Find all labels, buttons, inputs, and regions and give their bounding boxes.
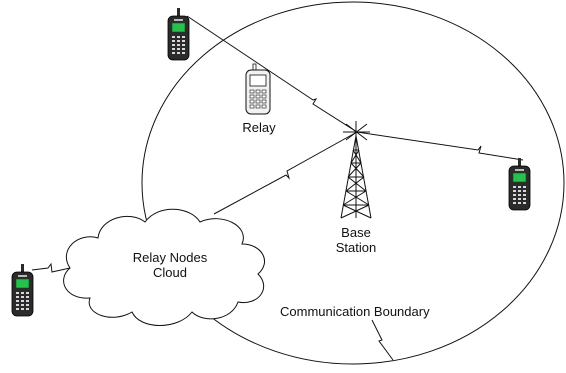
base-station-label-line1: Base [341, 225, 371, 240]
link-topleft-phone-to-base [186, 15, 358, 133]
link-boundary-pointer [371, 319, 394, 361]
link-cloud-to-base [213, 131, 358, 215]
relay-label: Relay [242, 120, 276, 135]
communication-boundary [141, 1, 565, 365]
tower-icon [340, 135, 372, 219]
cloud-label-line1: Relay Nodes [132, 250, 208, 265]
base-station-label-line2: Station [335, 240, 377, 255]
relay-phone-icon [245, 63, 271, 115]
radio-links [31, 15, 524, 361]
cell-phone-icon [11, 263, 34, 317]
communication-boundary-label: Communication Boundary [280, 304, 430, 319]
cell-phone-icon [508, 157, 531, 211]
cloud-label-line2: Cloud [153, 265, 187, 280]
cell-phone-icon [167, 7, 190, 61]
link-right-phone-to-base [356, 131, 524, 161]
cloud-icon [63, 208, 265, 326]
link-left-phone-to-cloud [31, 262, 71, 273]
base-station-label: Base Station [326, 225, 386, 255]
cloud-label: Relay Nodes Cloud [120, 250, 220, 280]
